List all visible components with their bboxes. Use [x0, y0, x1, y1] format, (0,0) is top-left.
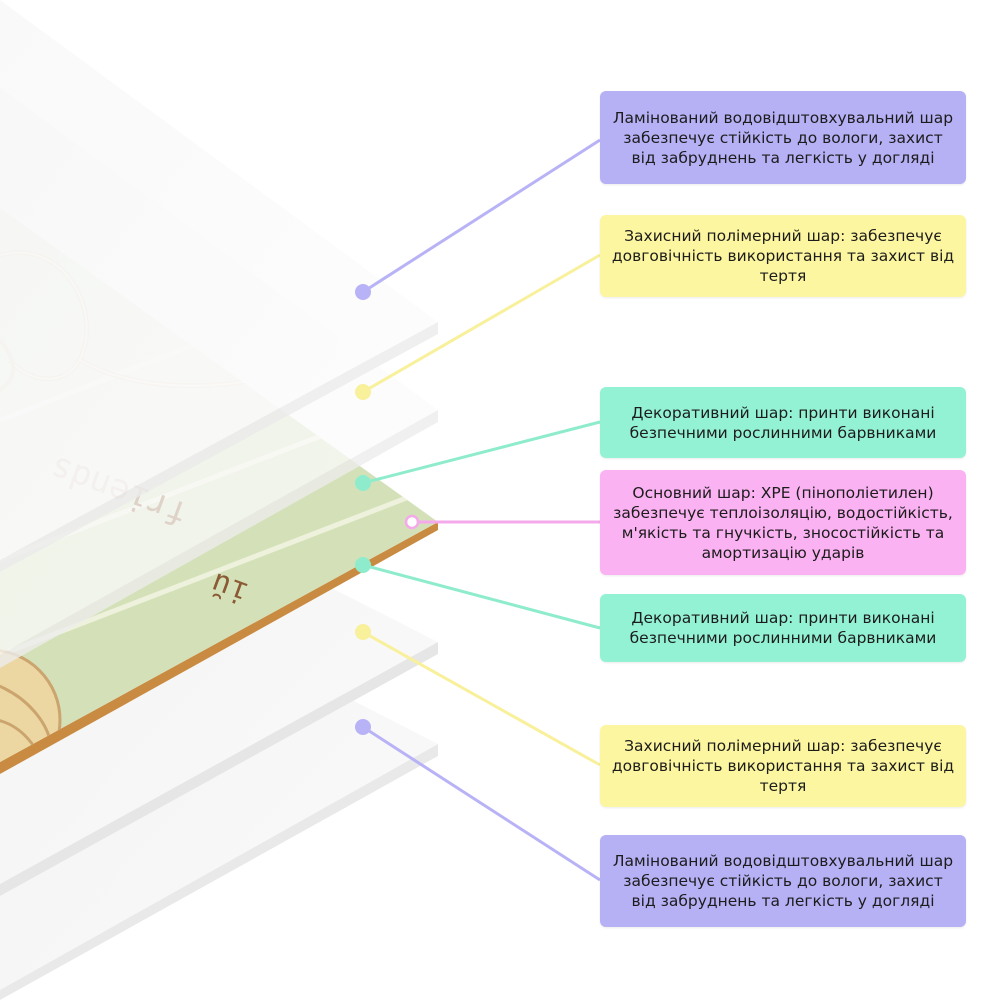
callout-laminated-bottom: Ламінований водовідштовхувальний шар заб…: [600, 835, 966, 927]
top-sheets: [0, 0, 438, 668]
sheet-top-1-edge: [0, 322, 438, 572]
sheet-top-2-edge: [0, 410, 438, 668]
callout-core-xpe-text: Основний шар: XPE (пінополіетилен) забез…: [613, 483, 953, 562]
leader-line-6: [362, 630, 601, 767]
callout-protective-top: Захисний полімерний шар: забезпечує довг…: [600, 215, 966, 297]
callout-decorative-top: Декоративний шар: принти виконані безпеч…: [600, 387, 966, 458]
leader-dot-5: [355, 557, 371, 573]
callout-core-xpe: Основний шар: XPE (пінополіетилен) забез…: [600, 470, 966, 575]
leader-line-2: [362, 253, 601, 394]
sheet-bottom-3-edge: [0, 744, 438, 1000]
leader-dot-1: [355, 284, 371, 300]
callout-laminated-bottom-text: Ламінований водовідштовхувальний шар заб…: [612, 852, 954, 910]
mat-edge: [0, 522, 438, 774]
leader-line-3: [362, 420, 601, 485]
callout-protective-bottom: Захисний полімерний шар: забезпечує довг…: [600, 725, 966, 807]
callout-protective-top-text: Захисний полімерний шар: забезпечує довг…: [611, 227, 955, 285]
leader-dot-6: [355, 624, 371, 640]
leader-dot-3: [355, 475, 371, 491]
callout-laminated-top-text: Ламінований водовідштовхувальний шар заб…: [612, 108, 954, 167]
leader-dot-2: [355, 384, 371, 400]
callout-decorative-top-text: Декоративний шар: принти виконані безпеч…: [629, 403, 937, 442]
sheet-top-1: [0, 0, 438, 560]
leader-dot-7: [355, 719, 371, 735]
leader-line-1: [362, 138, 601, 294]
callout-laminated-top: Ламінований водовідштовхувальний шар заб…: [600, 91, 966, 184]
leader-line-5: [362, 563, 601, 630]
leader-lines: [355, 138, 601, 882]
callout-protective-bottom-text: Захисний полімерний шар: забезпечує довг…: [611, 737, 955, 795]
leader-dot-4: [404, 514, 420, 530]
callout-decorative-bottom-text: Декоративний шар: принти виконані безпеч…: [629, 609, 937, 647]
leader-line-7: [362, 725, 601, 882]
sheet-bottom-2-edge: [0, 642, 438, 896]
callout-decorative-bottom: Декоративний шар: принти виконані безпеч…: [600, 594, 966, 662]
